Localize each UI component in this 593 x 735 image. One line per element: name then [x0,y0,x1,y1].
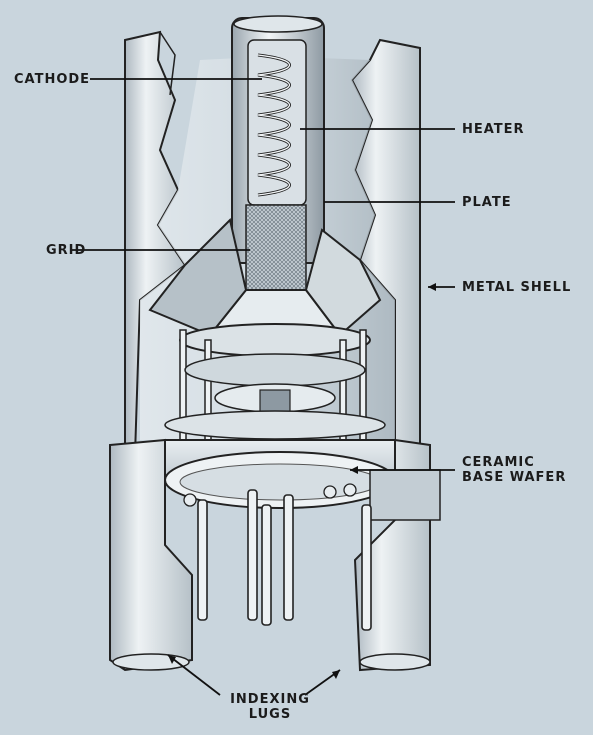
leader-arrowheads [168,283,436,679]
label-ceramic-base-wafer: CERAMIC BASE WAFER [462,455,566,485]
label-plate: PLATE [462,195,512,210]
label-indexing-lugs: INDEXING LUGS [210,692,330,722]
leader-lines [72,78,455,696]
label-ceramic-line2: BASE WAFER [462,470,567,485]
label-heater: HEATER [462,122,525,137]
grid [245,204,307,291]
lower-assembly [164,353,386,440]
metal-shell-collar [109,438,441,672]
ceramic-base-wafer [164,439,396,509]
cathode [247,39,307,206]
label-grid: GRID [46,243,87,258]
cone-flange [148,218,382,357]
label-indexing-line2: LUGS [248,707,292,722]
base-pins [197,489,372,631]
label-indexing-line1: INDEXING [230,692,310,707]
label-metal-shell: METAL SHELL [462,280,572,295]
label-cathode: CATHODE [14,72,91,87]
label-ceramic-line1: CERAMIC [462,455,535,470]
heater-coil [257,54,291,196]
